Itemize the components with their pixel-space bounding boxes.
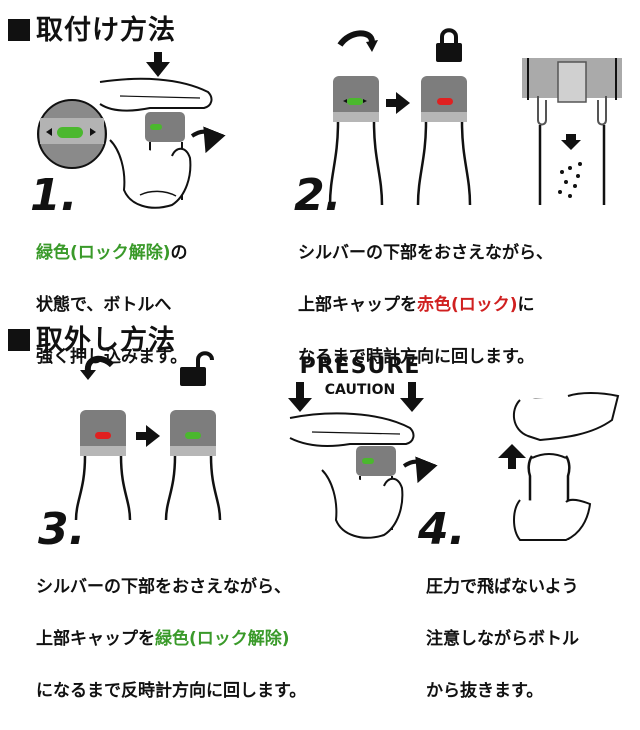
locked-label: 赤色(ロック): [417, 295, 518, 315]
step4-description: 圧力で飛ばないよう 注意しながらボトル から抜きます。: [426, 577, 579, 701]
rotate-arrow-icon: [190, 126, 226, 154]
right-arrow-icon: [386, 92, 410, 114]
pressure-arrow-icon: [288, 382, 424, 412]
remove-heading: 取外し方法: [8, 318, 176, 357]
illustrations: [37, 28, 622, 541]
install-heading: 取付け方法: [8, 8, 176, 47]
counterclockwise-arrow-icon: [84, 355, 115, 373]
unlocked-indicator-icon: [347, 98, 363, 105]
square-bullet-icon: [8, 19, 30, 41]
step2-illustration: [328, 28, 622, 206]
step2-description: シルバーの下部をおさえながら、 上部キャップを赤色(ロック)に なるまで時計方向…: [298, 243, 553, 367]
step2-number: 2.: [294, 170, 342, 221]
stopper-cap: [145, 112, 185, 142]
step4-number: 4.: [418, 504, 466, 555]
unlocked-label: 緑色(ロック解除): [36, 243, 171, 263]
stopper-cap: [356, 446, 396, 476]
unlocked-indicator-icon: [150, 124, 162, 130]
step3-illustration: [74, 351, 438, 539]
unlocked-indicator-icon: [57, 127, 83, 138]
caution-label: CAUTION: [324, 382, 396, 398]
unlocked-indicator-icon: [362, 458, 374, 464]
locked-indicator-icon: [95, 432, 111, 439]
clockwise-arrow-icon: [337, 30, 375, 47]
rotate-arrow-icon: [402, 456, 438, 484]
square-bullet-icon: [8, 329, 30, 351]
step4-illustration: [498, 392, 620, 541]
unlocked-label: 緑色(ロック解除): [155, 629, 290, 649]
up-arrow-icon: [498, 444, 526, 469]
locked-indicator-icon: [437, 98, 453, 105]
unlock-icon: [180, 351, 214, 386]
pressure-title: PRESURE: [299, 354, 421, 379]
step1-number: 1.: [30, 170, 78, 221]
unlocked-indicator-icon: [185, 432, 201, 439]
step1-illustration: [37, 52, 226, 209]
step3-description: シルバーの下部をおさえながら、 上部キャップを緑色(ロック解除) になるまで反時…: [36, 577, 307, 701]
right-arrow-icon: [136, 425, 160, 447]
lock-icon: [436, 28, 462, 62]
step1-description: 緑色(ロック解除)の 状態で、ボトルへ 強く押し込みます。: [36, 243, 188, 367]
step3-number: 3.: [38, 504, 86, 555]
down-arrow-icon: [146, 52, 170, 77]
cross-section-diagram: [522, 58, 622, 205]
